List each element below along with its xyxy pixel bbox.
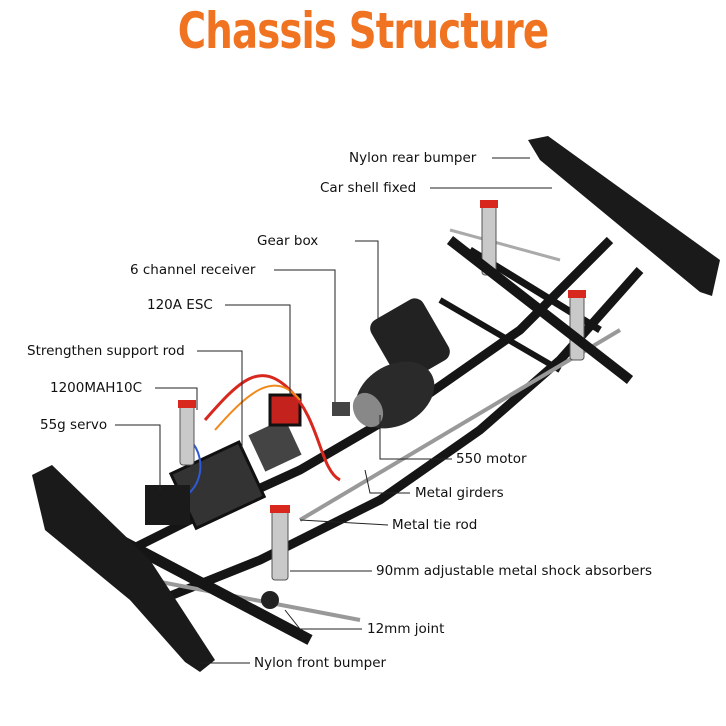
rear-bumper: [528, 136, 720, 296]
label-receiver: 6 channel receiver: [130, 262, 256, 278]
tie-rod: [149, 578, 361, 622]
joint: [261, 591, 279, 609]
label-battery: 1200MAH10C: [50, 380, 142, 396]
label-tie-rod: Metal tie rod: [392, 517, 478, 533]
frame-rail-left: [107, 236, 614, 565]
tie-rod: [298, 328, 622, 522]
label-rear-bumper: Nylon rear bumper: [349, 150, 477, 166]
gear-box: [370, 298, 450, 382]
leader-lines: [115, 157, 552, 664]
label-servo: 55g servo: [40, 417, 108, 433]
tie-rod: [449, 228, 561, 262]
label-motor: 550 motor: [456, 451, 527, 467]
label-gear-box: Gear box: [257, 233, 319, 249]
page-title: Chassis Structure: [177, 2, 549, 60]
front-axle: [117, 535, 313, 645]
servo: [145, 485, 190, 525]
cross-member: [438, 297, 562, 373]
receiver: [332, 402, 350, 416]
rear-axle: [446, 236, 634, 384]
label-shell-fixed: Car shell fixed: [320, 180, 417, 196]
label-esc: 120A ESC: [147, 297, 213, 313]
label-shocks: 90mm adjustable metal shock absorbers: [376, 563, 653, 579]
label-joint: 12mm joint: [367, 621, 445, 637]
front-bumper: [32, 465, 215, 672]
label-support-rod: Strengthen support rod: [27, 343, 185, 359]
label-girders: Metal girders: [415, 485, 504, 501]
front-shock: [178, 400, 290, 581]
esc: [268, 393, 302, 427]
label-front-bumper: Nylon front bumper: [254, 655, 387, 671]
